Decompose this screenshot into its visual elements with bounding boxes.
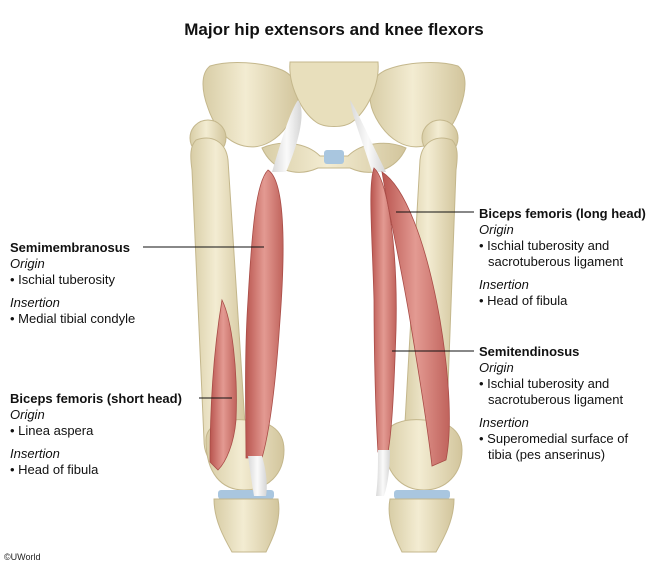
left-distal-tendon: [248, 456, 267, 496]
biceps-long-insertion-heading: Insertion: [479, 277, 529, 292]
right-distal-tendon: [376, 450, 390, 496]
right-biceps-long-head-muscle: [381, 171, 450, 467]
biceps-long-origin-text-2: sacrotuberous ligament: [488, 254, 624, 269]
biceps-short-insertion-text: • Head of fibula: [10, 462, 99, 477]
right-knee-cartilage: [394, 490, 450, 499]
left-biceps-short-head-muscle: [209, 298, 237, 471]
right-hamstrings: [370, 167, 450, 496]
left-semimembranosus-muscle: [245, 169, 284, 459]
biceps-long-label: Biceps femoris (long head) Origin • Isch…: [479, 206, 646, 309]
biceps-long-insertion-text: • Head of fibula: [479, 293, 568, 308]
right-proximal-tendon: [350, 100, 386, 172]
biceps-short-origin-heading: Origin: [10, 407, 45, 422]
semitendinosus-insertion-text-1: • Superomedial surface of: [479, 431, 629, 446]
biceps-short-name: Biceps femoris (short head): [10, 391, 182, 406]
left-tibia: [213, 498, 280, 553]
right-tibia: [388, 498, 455, 553]
semimembranosus-origin-heading: Origin: [10, 256, 45, 271]
semitendinosus-origin-heading: Origin: [479, 360, 514, 375]
biceps-long-origin-heading: Origin: [479, 222, 514, 237]
biceps-short-insertion-heading: Insertion: [10, 446, 60, 461]
semimembranosus-insertion-heading: Insertion: [10, 295, 60, 310]
semimembranosus-name: Semimembranosus: [10, 240, 130, 255]
proximal-tendons: [272, 100, 386, 172]
semimembranosus-origin-text: • Ischial tuberosity: [10, 272, 115, 287]
semimembranosus-insertion-text: • Medial tibial condyle: [10, 311, 136, 326]
left-proximal-tendon: [272, 100, 302, 172]
semitendinosus-label: Semitendinosus Origin • Ischial tuberosi…: [479, 344, 628, 463]
sacrum: [289, 61, 379, 127]
biceps-short-origin-text: • Linea aspera: [10, 423, 94, 438]
pubic-symphysis: [324, 150, 344, 164]
semitendinosus-name: Semitendinosus: [479, 344, 580, 359]
biceps-long-origin-text-1: • Ischial tuberosity and: [479, 238, 610, 253]
left-ilium: [202, 62, 299, 148]
right-femoral-condyles: [383, 419, 463, 491]
diagram-title: Major hip extensors and knee flexors: [184, 20, 484, 39]
semitendinosus-insertion-heading: Insertion: [479, 415, 529, 430]
biceps-short-label: Biceps femoris (short head) Origin • Lin…: [10, 391, 182, 478]
knees: [213, 490, 455, 553]
semimembranosus-label: Semimembranosus Origin • Ischial tuberos…: [10, 240, 135, 327]
copyright-notice: ©UWorld: [4, 552, 41, 562]
leader-lines: [143, 211, 474, 399]
semitendinosus-origin-text-1: • Ischial tuberosity and: [479, 376, 610, 391]
semitendinosus-origin-text-2: sacrotuberous ligament: [488, 392, 624, 407]
semitendinosus-insertion-text-2: tibia (pes anserinus): [488, 447, 606, 462]
left-hamstrings: [209, 169, 284, 496]
biceps-long-name: Biceps femoris (long head): [479, 206, 646, 221]
